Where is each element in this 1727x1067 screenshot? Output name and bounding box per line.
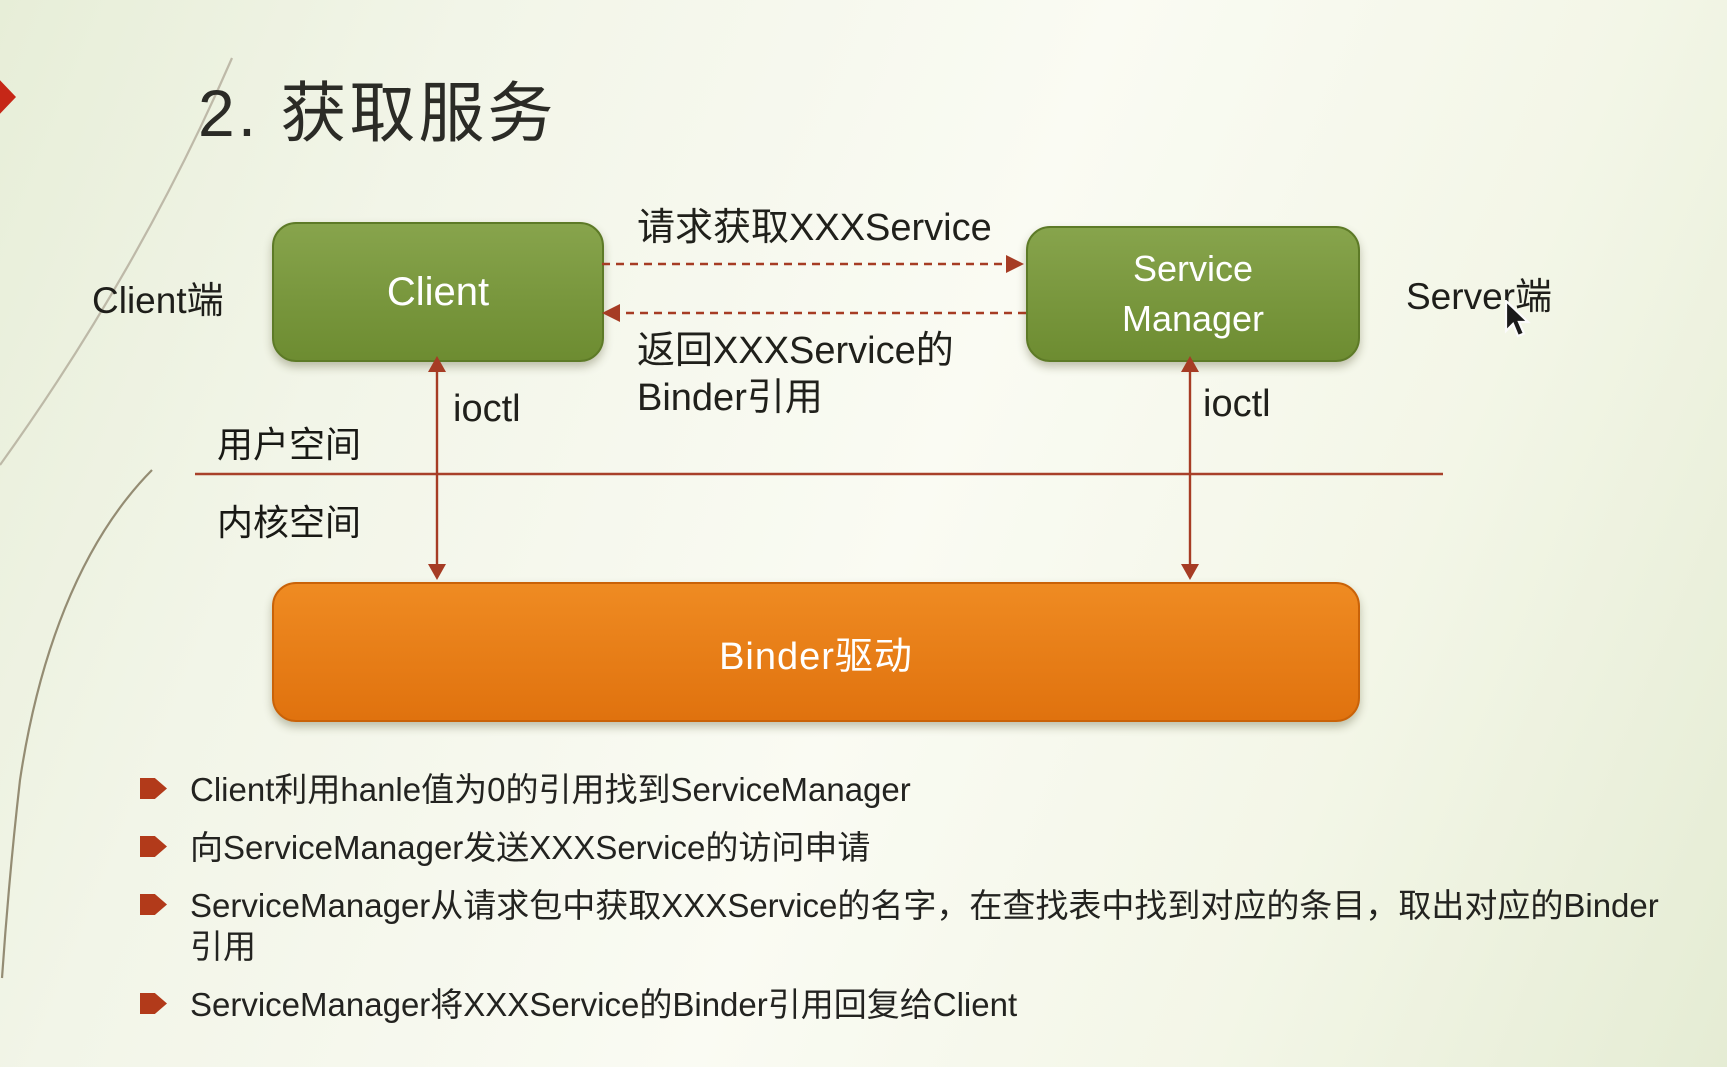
kernel-space-label: 内核空间 — [217, 503, 362, 543]
return-arrow-label: 返回XXXService的 Binder引用 — [637, 328, 954, 422]
service-manager-node: Service Manager — [1026, 226, 1360, 362]
ioctl-label-right: ioctl — [1203, 383, 1271, 425]
service-manager-node-label: Service Manager — [1122, 244, 1264, 344]
bullet-item: ServiceManager将XXXService的Binder引用回复给Cli… — [138, 984, 1690, 1025]
mouse-cursor-icon — [1504, 300, 1531, 338]
client-node-label: Client — [386, 269, 490, 314]
binder-driver-node-label: Binder驱动 — [719, 635, 913, 678]
bullet-item: 向ServiceManager发送XXXService的访问申请 — [138, 827, 1690, 868]
decorative-curve-lower — [0, 469, 153, 979]
user-space-label: 用户空间 — [217, 425, 362, 465]
client-side-label: Client端 — [92, 280, 224, 321]
client-node: Client — [272, 222, 604, 362]
service-manager-label-line1: Service — [1132, 248, 1254, 289]
return-arrow-head-icon — [602, 304, 620, 322]
bullet-marker-icon — [140, 993, 167, 1014]
bullet-list: Client利用hanle值为0的引用找到ServiceManager 向Ser… — [138, 769, 1690, 1042]
service-manager-label-line2: Manager — [1121, 298, 1265, 339]
bullet-marker-icon — [140, 778, 167, 799]
request-arrow-label: 请求获取XXXService — [637, 207, 992, 249]
bullet-text: ServiceManager将XXXService的Binder引用回复给Cli… — [190, 986, 1018, 1023]
ioctl-arrow-right-down-head-icon — [1181, 564, 1199, 580]
server-side-label: Server端 — [1406, 276, 1552, 317]
return-arrow-label-line1: 返回XXXService的 — [637, 330, 954, 372]
ioctl-arrow-left-down-head-icon — [428, 564, 446, 580]
red-diamond-accent — [0, 80, 16, 114]
bullet-text: ServiceManager从请求包中获取XXXService的名字，在查找表中… — [190, 887, 1659, 965]
bullet-marker-icon — [140, 836, 167, 857]
bullet-item: Client利用hanle值为0的引用找到ServiceManager — [138, 769, 1690, 810]
return-arrow-label-line2: Binder引用 — [637, 377, 823, 419]
slide-title: 2. 获取服务 — [198, 76, 557, 150]
bullet-text: Client利用hanle值为0的引用找到ServiceManager — [190, 771, 911, 808]
binder-driver-node: Binder驱动 — [272, 582, 1360, 722]
bullet-text: 向ServiceManager发送XXXService的访问申请 — [190, 829, 871, 866]
bullet-item: ServiceManager从请求包中获取XXXService的名字，在查找表中… — [138, 885, 1690, 967]
ioctl-label-left: ioctl — [453, 388, 521, 430]
bullet-marker-icon — [140, 894, 167, 915]
request-arrow-head-icon — [1006, 255, 1024, 273]
